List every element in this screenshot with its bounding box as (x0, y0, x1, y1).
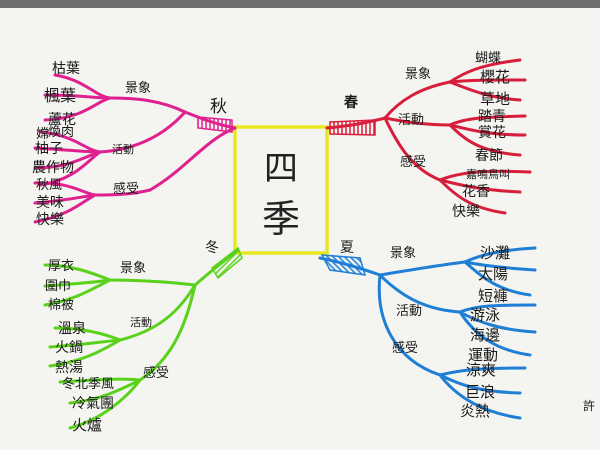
autumn-activity-branch (98, 110, 187, 154)
winter-activity-branch (118, 283, 197, 342)
spring-leaf-2: 櫻花 (480, 68, 510, 86)
summer-cat-scene: 景象 (390, 246, 416, 261)
autumn-scene-branch (108, 96, 187, 114)
winter-leaf-5: 火鍋 (55, 340, 83, 356)
autumn-feeling-branch (93, 188, 152, 197)
summer-leaf-4: 游泳 (470, 306, 500, 324)
summer-cat-activity: 活動 (396, 304, 422, 319)
spring-cat-activity: 活動 (398, 113, 424, 128)
autumn-leaf-3: 蘆花 (48, 112, 76, 128)
center-box (233, 125, 329, 255)
winter-feeling-branch (138, 283, 197, 382)
summer-hatch (320, 254, 367, 276)
summer-feeling-branch (377, 273, 442, 377)
spring-leaf-1: 蝴蝶 (475, 51, 501, 66)
winter-leaf-9: 火爐 (72, 416, 102, 434)
spring-cat-feeling: 感受 (400, 154, 426, 170)
signature: 許 (583, 399, 595, 413)
autumn-cat-feeling: 感受 (113, 181, 139, 197)
summer-leaf-8: 巨浪 (465, 383, 495, 401)
autumn-leaf-9: 美味 (36, 195, 64, 211)
summer-activity-branch (378, 273, 462, 314)
spring-cat-scene: 景象 (405, 67, 431, 82)
autumn-leaf-7: 農作物 (32, 160, 74, 176)
winter-leaf-1: 厚衣 (48, 258, 74, 274)
autumn-leaf-10: 快樂 (36, 211, 64, 228)
winter-leaf-6: 熱湯 (55, 359, 83, 376)
spring-leaf-6: 春節 (475, 147, 503, 164)
spring-activity-branch (383, 116, 452, 127)
summer-leaf-5: 海邊 (470, 326, 500, 344)
spring-leaf-8: 花香 (462, 184, 490, 200)
autumn-leaf-6: 柚子 (35, 141, 63, 157)
spring-leaf-5: 賞花 (478, 125, 506, 141)
winter-leaf-4: 溫泉 (58, 320, 86, 337)
summer-leaf-9: 炎熱 (460, 402, 490, 420)
autumn-cat-scene: 景象 (125, 81, 151, 96)
center-char-1: 四 (264, 149, 298, 189)
top-edge-shadow (0, 0, 600, 10)
spring-branch (325, 58, 532, 215)
spring-leaf-9: 快樂 (452, 203, 480, 220)
summer-leaf-6: 運動 (468, 346, 498, 364)
winter-leaf-3: 棉被 (48, 298, 74, 313)
winter-hatch (211, 246, 243, 280)
summer-leaf-3: 短褲 (478, 287, 508, 305)
winter-leaf-2: 圍巾 (45, 279, 71, 294)
center-char-2: 季 (262, 197, 300, 241)
autumn-leaf-2: 楓葉 (44, 86, 76, 105)
spring-label: 春 (343, 94, 359, 111)
summer-scene-branch (378, 260, 467, 277)
summer-leaf-2: 太陽 (478, 265, 508, 283)
winter-branch (43, 248, 240, 430)
winter-cat-activity: 活動 (130, 315, 152, 329)
autumn-hatch (197, 116, 233, 133)
autumn-trunk-lower (148, 126, 237, 192)
summer-cat-feeling: 感受 (392, 340, 418, 356)
winter-scene-branch (108, 278, 197, 287)
spring-leaf-7: 嘉鳴鳥叫 (466, 167, 510, 181)
winter-cat-feeling: 感受 (143, 365, 169, 381)
paper-sheet (0, 8, 600, 450)
spring-feeling-branch (383, 116, 442, 182)
autumn-leaf-4: 嫦 (36, 126, 49, 142)
winter-leaf-8: 冷氣團 (72, 396, 114, 412)
winter-label: 冬 (205, 240, 219, 256)
summer-leaf-1: 沙灘 (480, 244, 510, 262)
summer-leaf-7: 涼爽 (466, 361, 496, 379)
autumn-label: 秋 (210, 97, 227, 117)
spring-hatch (329, 119, 376, 136)
summer-branch (318, 246, 537, 420)
autumn-leaf-1: 枯葉 (52, 61, 80, 77)
spring-leaf-4: 踏青 (478, 109, 506, 125)
center-node: 四 季 (233, 125, 329, 255)
spring-scene-branch (383, 80, 452, 120)
winter-leaf-7: 冬北季風 (62, 376, 114, 392)
autumn-cat-activity: 活動 (112, 142, 134, 156)
autumn-leaf-5: 煥肉 (48, 125, 74, 140)
winter-cat-scene: 景象 (120, 261, 146, 276)
autumn-leaf-8: 秋風 (36, 178, 62, 193)
spring-leaf-3: 草地 (480, 90, 510, 108)
summer-label: 夏 (340, 240, 354, 256)
